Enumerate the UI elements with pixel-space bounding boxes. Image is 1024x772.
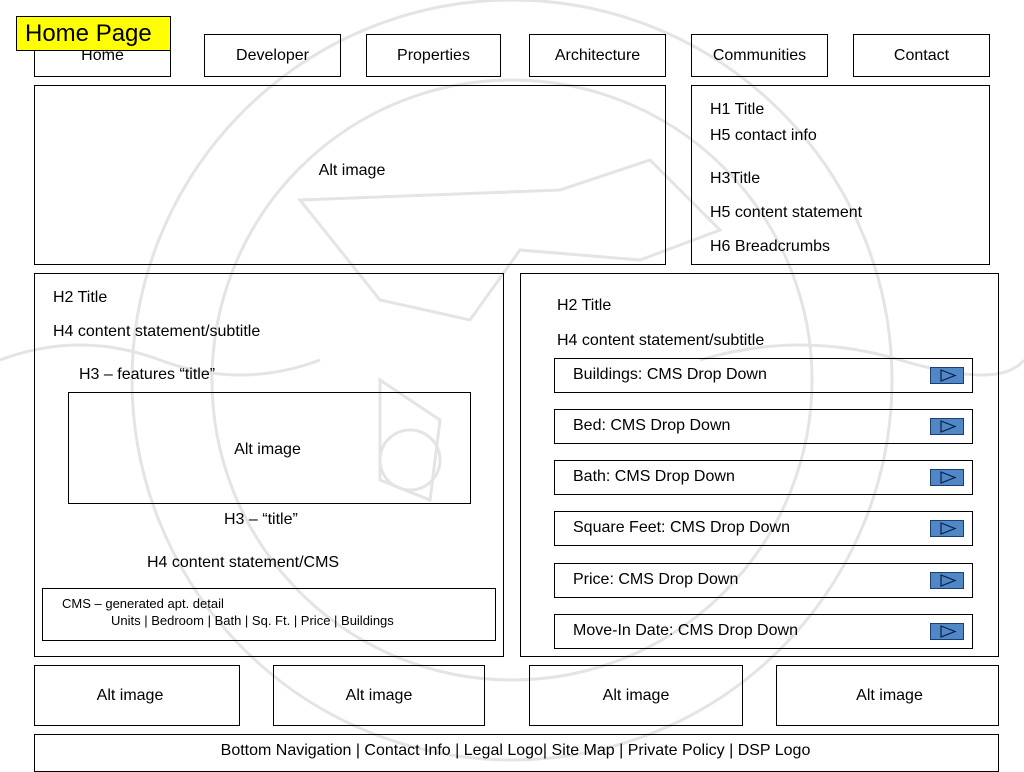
bottom-image-3: Alt image bbox=[529, 665, 743, 726]
nav-contact[interactable]: Contact bbox=[853, 34, 990, 77]
h5-content-statement: H5 content statement bbox=[710, 204, 863, 221]
image-alt: Alt image bbox=[856, 686, 923, 704]
search-panel: H2 Title H4 content statement/subtitle bbox=[520, 273, 999, 657]
bottom-image-2: Alt image bbox=[273, 665, 485, 726]
page-title-banner: Home Page bbox=[16, 16, 171, 51]
move-in-date-dropdown[interactable]: Move-In Date: CMS Drop Down bbox=[554, 614, 973, 649]
nav-label: Properties bbox=[397, 46, 470, 64]
dropdown-label: Buildings: CMS Drop Down bbox=[573, 366, 767, 383]
feature-image: Alt image bbox=[68, 392, 471, 504]
h5-contact-info: H5 contact info bbox=[710, 127, 817, 144]
play-arrow-icon[interactable] bbox=[930, 623, 964, 640]
feature-image-alt: Alt image bbox=[234, 441, 301, 458]
nav-communities[interactable]: Communities bbox=[691, 34, 828, 77]
play-arrow-icon[interactable] bbox=[930, 520, 964, 537]
h4-subtitle: H4 content statement/subtitle bbox=[557, 332, 765, 349]
h1-title: H1 Title bbox=[710, 101, 765, 118]
nav-developer[interactable]: Developer bbox=[204, 34, 341, 77]
image-alt: Alt image bbox=[96, 686, 164, 704]
nav-label: Contact bbox=[893, 46, 950, 64]
nav-label: Communities bbox=[712, 46, 807, 64]
bottom-image-4: Alt image bbox=[776, 665, 999, 726]
play-arrow-icon[interactable] bbox=[930, 418, 964, 435]
square-feet-dropdown[interactable]: Square Feet: CMS Drop Down bbox=[554, 511, 973, 546]
cms-apt-detail: CMS – generated apt. detail Units | Bedr… bbox=[42, 588, 496, 641]
nav-properties[interactable]: Properties bbox=[366, 34, 501, 77]
h3-title: H3 – “title” bbox=[224, 511, 298, 528]
bath-dropdown[interactable]: Bath: CMS Drop Down bbox=[554, 460, 973, 495]
dropdown-label: Bath: CMS Drop Down bbox=[573, 468, 735, 485]
dropdown-label: Square Feet: CMS Drop Down bbox=[573, 519, 790, 536]
h2-title: H2 Title bbox=[53, 289, 108, 306]
play-arrow-icon[interactable] bbox=[930, 572, 964, 589]
footer-navigation[interactable]: Bottom Navigation | Contact Info | Legal… bbox=[34, 734, 999, 772]
dropdown-label: Move-In Date: CMS Drop Down bbox=[573, 622, 798, 639]
image-alt: Alt image bbox=[602, 686, 670, 704]
bottom-image-1: Alt image bbox=[34, 665, 240, 726]
h6-breadcrumbs: H6 Breadcrumbs bbox=[710, 238, 831, 255]
h2-title: H2 Title bbox=[557, 297, 612, 314]
dropdown-label: Bed: CMS Drop Down bbox=[573, 417, 731, 434]
cms-detail-fields: Units | Bedroom | Bath | Sq. Ft. | Price… bbox=[111, 613, 394, 628]
hero-image-alt: Alt image bbox=[318, 162, 386, 179]
h4-subtitle: H4 content statement/subtitle bbox=[53, 323, 261, 340]
price-dropdown[interactable]: Price: CMS Drop Down bbox=[554, 563, 973, 598]
image-alt: Alt image bbox=[345, 686, 413, 704]
nav-label: Developer bbox=[236, 46, 309, 64]
play-arrow-icon[interactable] bbox=[930, 469, 964, 486]
hero-image: Alt image bbox=[34, 85, 666, 265]
nav-label: Architecture bbox=[554, 46, 641, 64]
buildings-dropdown[interactable]: Buildings: CMS Drop Down bbox=[554, 358, 973, 393]
hero-side-panel: H1 Title H5 contact info H3Title H5 cont… bbox=[691, 85, 990, 265]
h3-title: H3Title bbox=[710, 170, 761, 187]
footer-links[interactable]: Bottom Navigation | Contact Info | Legal… bbox=[220, 742, 811, 759]
dropdown-label: Price: CMS Drop Down bbox=[573, 571, 739, 588]
cms-detail-heading: CMS – generated apt. detail bbox=[62, 596, 224, 611]
h3-features-title: H3 – features “title” bbox=[79, 366, 216, 383]
bed-dropdown[interactable]: Bed: CMS Drop Down bbox=[554, 409, 973, 444]
h4-content-cms: H4 content statement/CMS bbox=[147, 554, 340, 571]
nav-architecture[interactable]: Architecture bbox=[529, 34, 666, 77]
play-arrow-icon[interactable] bbox=[930, 367, 964, 384]
features-panel: H2 Title H4 content statement/subtitle H… bbox=[34, 273, 504, 657]
